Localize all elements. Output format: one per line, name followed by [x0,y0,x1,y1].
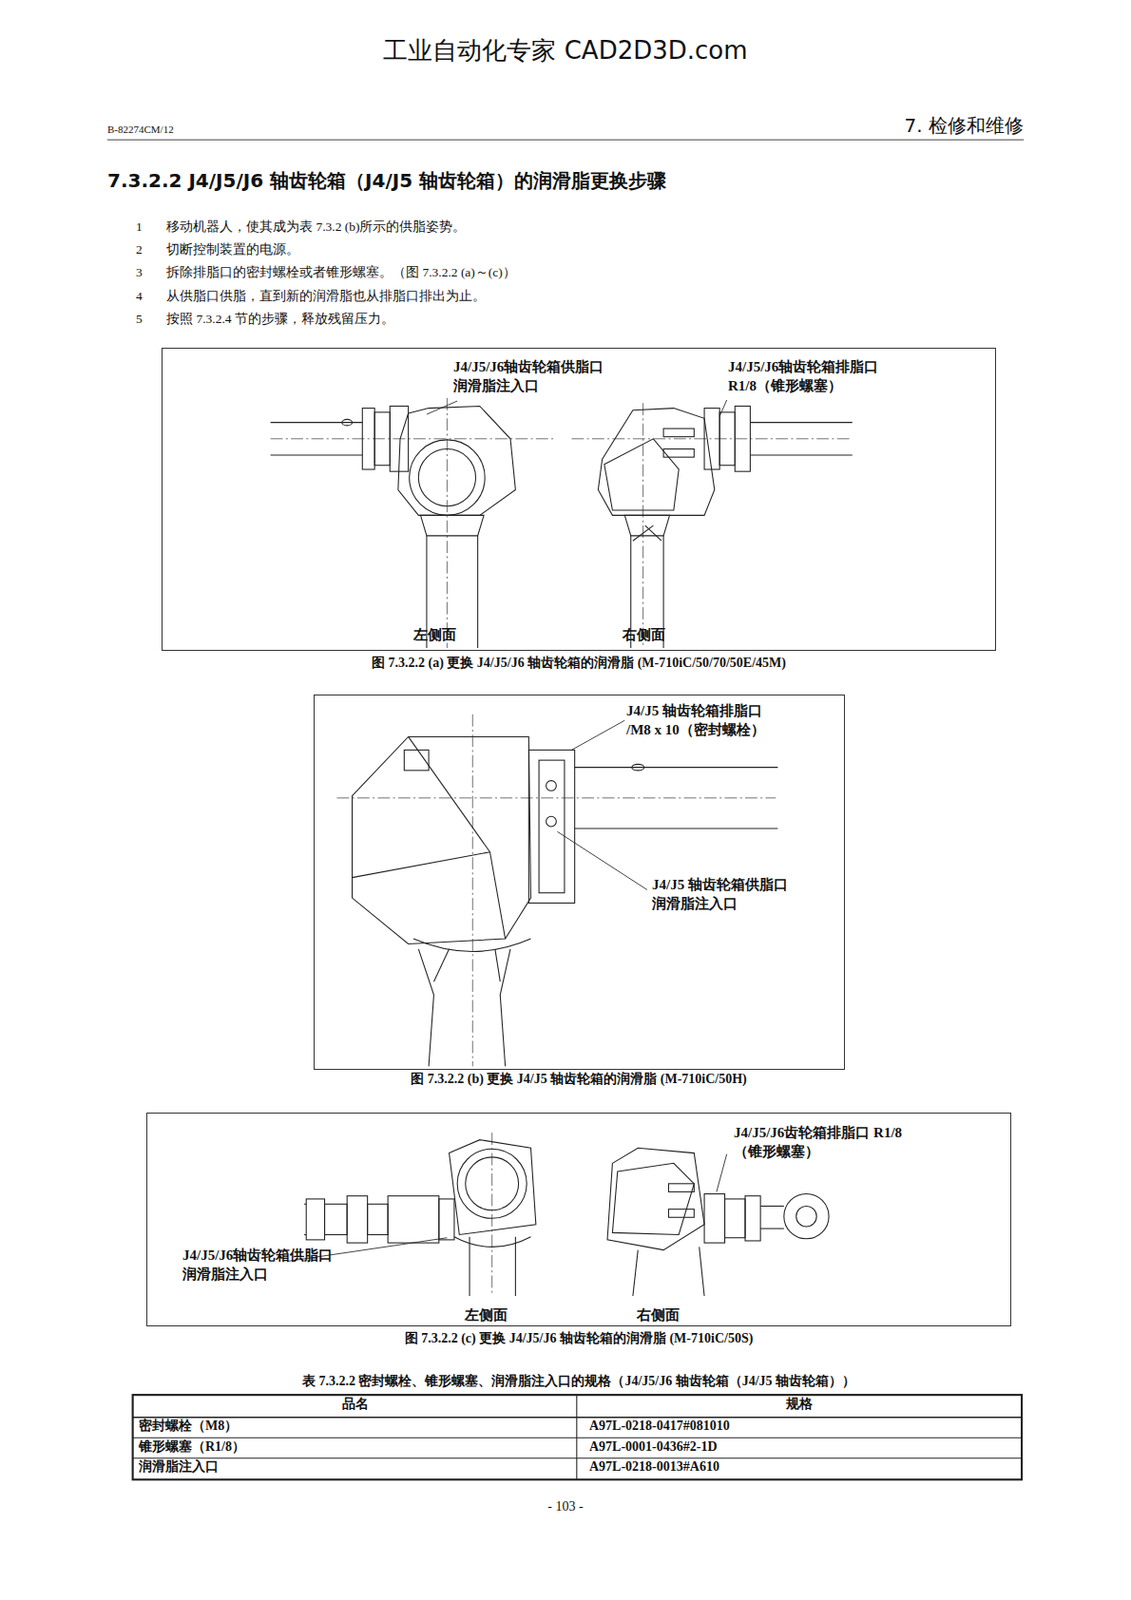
step-number: 4 [135,288,143,305]
step-text: 切断控制装置的电源。 [166,242,300,258]
figure-caption: 图 7.3.2.2 (b) 更换 J4/J5 轴齿轮箱的润滑脂 (M-710iC… [103,1072,1055,1089]
watermark: 工业自动化专家 CAD2D3D.com [137,36,994,66]
view-label: 左侧面 [413,625,457,645]
callout-text: J4/J5/J6轴齿轮箱排脂口 R1/8（锥形螺塞） [728,357,900,397]
chapter-header: 7. 检修和维修 [904,114,1024,137]
table-caption: 表 7.3.2.2 密封螺栓、锥形螺塞、润滑脂注入口的规格（J4/J5/J6 轴… [56,1374,1102,1391]
step-number: 1 [135,219,143,235]
table-cell: 密封螺栓（M8） [138,1418,238,1436]
table-cell: A97L-0218-0417#081010 [589,1418,730,1436]
callout-text: J4/J5 轴齿轮箱排脂口 /M8 x 10（密封螺栓） [626,701,788,741]
step-text: 拆除排脂口的密封螺栓或者锥形螺塞。（图 7.3.2.2 (a)～(c)） [166,265,517,281]
doc-number: B-82274CM/12 [107,123,174,136]
view-label: 右侧面 [622,625,666,645]
table-header: 规格 [580,1397,1018,1414]
callout-text: J4/J5 轴齿轮箱供脂口 润滑脂注入口 [651,875,814,915]
step-number: 3 [135,265,143,281]
table-header: 品名 [136,1397,575,1414]
step-number: 2 [135,242,143,258]
section-heading: 7.3.2.2 J4/J5/J6 轴齿轮箱（J4/J5 轴齿轮箱）的润滑脂更换步… [107,169,667,192]
figure-caption: 图 7.3.2.2 (c) 更换 J4/J5/J6 轴齿轮箱的润滑脂 (M-71… [103,1331,1055,1348]
step-text: 移动机器人，使其成为表 7.3.2 (b)所示的供脂姿势。 [166,219,467,235]
view-label: 左侧面 [464,1305,508,1325]
table-cell: 锥形螺塞（R1/8） [138,1439,246,1457]
step-text: 按照 7.3.2.4 节的步骤，释放残留压力。 [166,311,395,327]
figure-frame: J4/J5 轴齿轮箱排脂口 /M8 x 10（密封螺栓） J4/J5 轴齿轮箱供脂… [313,694,845,1071]
table-cell: A97L-0001-0436#2-1D [589,1439,718,1457]
view-label: 右侧面 [636,1305,680,1325]
callout-text: J4/J5/J6齿轮箱排脂口 R1/8（锥形螺塞） [733,1123,905,1163]
figure-frame: J4/J5/J6轴齿轮箱供脂口 润滑脂注入口 J4/J5/J6轴齿轮箱排脂口 R1… [161,347,997,652]
callout-text: J4/J5/J6轴齿轮箱供脂口 润滑脂注入口 [453,357,625,397]
callout-text: J4/J5/J6轴齿轮箱供脂口 润滑脂注入口 [182,1246,354,1285]
figure-caption: 图 7.3.2.2 (a) 更换 J4/J5/J6 轴齿轮箱的润滑脂 (M-71… [103,655,1055,672]
page-number: - 103 - [470,1499,661,1516]
step-number: 5 [135,311,143,327]
table-cell: 润滑脂注入口 [138,1459,219,1477]
step-text: 从供脂口供脂，直到新的润滑脂也从排脂口排出为止。 [166,288,486,305]
table-cell: A97L-0218-0013#A610 [589,1459,720,1477]
figure-frame: J4/J5/J6齿轮箱排脂口 R1/8（锥形螺塞） J4/J5/J6轴齿轮箱供脂口… [146,1112,1012,1327]
